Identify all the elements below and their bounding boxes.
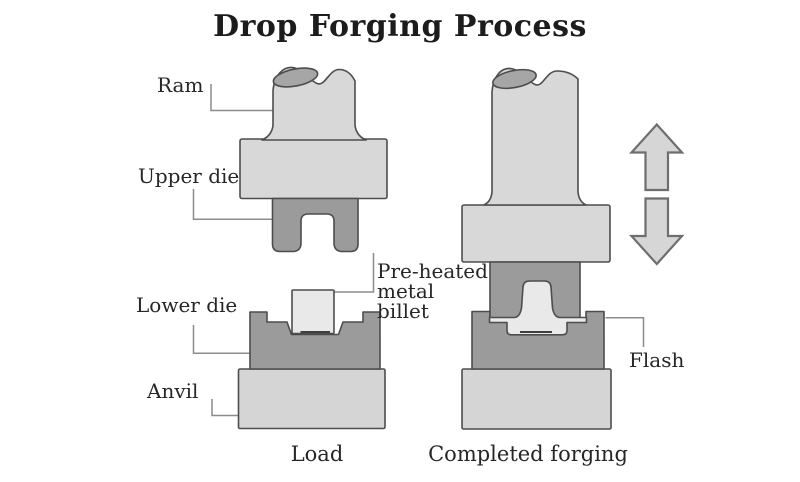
lower-die-leader-line — [192, 325, 250, 355]
billet-label: Pre-heated metal billet — [377, 259, 488, 323]
upper-die-label: Upper die — [138, 164, 240, 188]
up-arrow-icon — [629, 122, 685, 192]
flash-leader-line — [605, 317, 645, 347]
billet-shape — [291, 289, 335, 335]
diagram-title: Drop Forging Process — [213, 9, 587, 44]
lower-die-label: Lower die — [136, 293, 238, 317]
billet-leader-line — [334, 253, 375, 293]
forged-part-with-flash-shape — [488, 280, 588, 336]
leader-lines — [192, 84, 645, 417]
down-arrow-icon — [629, 197, 685, 266]
ram-top-face-right — [492, 68, 537, 90]
completed-forging-assembly — [461, 67, 612, 430]
anvil-leader-line — [211, 399, 240, 417]
lower-die-left-shape — [249, 311, 381, 370]
anvil-label: Anvil — [147, 379, 199, 403]
motion-arrows — [629, 122, 685, 266]
ram-label: Ram — [157, 73, 204, 97]
ram-shaft-right-shape — [483, 67, 587, 206]
anvil-left-shape — [237, 368, 386, 430]
ram-top-face-left — [272, 67, 319, 88]
upper-die-leader-line — [192, 189, 273, 221]
load-stage-caption: Load — [290, 442, 344, 466]
flash-label: Flash — [629, 348, 685, 372]
ram-holder-right-shape — [461, 204, 611, 263]
anvil-right-shape — [461, 368, 612, 430]
ram-holder-left-shape — [239, 138, 388, 200]
upper-die-left-shape — [271, 197, 359, 253]
completed-forging-caption: Completed forging — [428, 442, 628, 466]
ram-leader-line — [210, 84, 277, 112]
load-stage-assembly — [237, 66, 388, 430]
